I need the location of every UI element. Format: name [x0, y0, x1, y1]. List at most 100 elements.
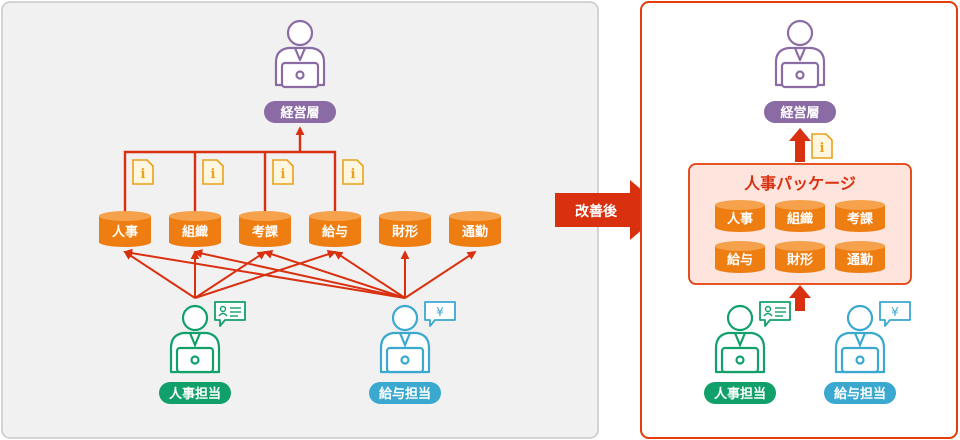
- database-label: 通勤: [847, 252, 873, 268]
- person-card-icon: [214, 301, 246, 327]
- database-label: 考課: [252, 224, 279, 240]
- database-label: 通勤: [462, 224, 488, 240]
- drum-top: [99, 211, 151, 221]
- module-drum: 考課: [835, 200, 885, 232]
- report-arrow-shaft: [795, 140, 805, 162]
- drum-top: [715, 241, 765, 251]
- yen-glyph: ¥: [436, 305, 444, 319]
- report-doc-icon: i: [272, 159, 294, 185]
- drum-top: [835, 200, 885, 210]
- drum-body: [379, 216, 431, 247]
- drum-top: [775, 241, 825, 251]
- person-card-icon: [759, 301, 791, 327]
- database-label: 財形: [786, 252, 813, 268]
- staff-badge: [704, 382, 776, 404]
- info-glyph: i: [281, 167, 286, 182]
- drum-top: [379, 211, 431, 221]
- database-drum: 給与: [309, 211, 361, 247]
- database-label: 人事: [727, 211, 753, 227]
- hr-package-title: 人事パッケージ: [744, 174, 856, 193]
- person-head-icon: [726, 304, 754, 332]
- database-label: 給与: [322, 224, 348, 240]
- yen-glyph: ¥: [891, 305, 899, 319]
- database-label: 財形: [391, 224, 418, 240]
- module-drum: 組織: [775, 200, 825, 232]
- executive-label: 経営層: [280, 105, 319, 121]
- drum-top: [449, 211, 501, 221]
- staff-badge: [369, 382, 441, 404]
- report-doc: i: [811, 133, 833, 159]
- staff-figure: ¥ 給与担当: [369, 301, 456, 404]
- report-arrow-head: [789, 128, 811, 141]
- staff-figure: 人事担当: [704, 301, 791, 404]
- executive-icon: [774, 19, 826, 89]
- drum-body: [775, 205, 825, 232]
- person-head-icon: [181, 304, 209, 332]
- database-label: 組織: [182, 224, 208, 240]
- report-doc-icon: i: [811, 133, 833, 159]
- access-arrow-head: [789, 285, 811, 298]
- access-lines: [123, 248, 477, 299]
- access-arrow-shaft: [795, 297, 805, 311]
- drum-body: [309, 216, 361, 247]
- database-label: 給与: [727, 252, 753, 268]
- staff-figure: 人事担当: [159, 301, 246, 404]
- database-drum: 考課: [239, 211, 291, 247]
- executive-label: 経営層: [780, 105, 819, 121]
- staff-label: 人事担当: [169, 386, 221, 402]
- doc-sheet: [342, 159, 364, 185]
- staff-label: 給与担当: [834, 386, 886, 402]
- drum-body: [449, 216, 501, 247]
- database-drum: 人事: [99, 211, 151, 247]
- yen-icon: ¥: [879, 301, 911, 327]
- drum-top: [169, 211, 221, 221]
- staff-badge: [824, 382, 896, 404]
- executive-icon: [274, 19, 326, 89]
- info-glyph: i: [141, 167, 146, 182]
- drum-body: [239, 216, 291, 247]
- drum-body: [99, 216, 151, 247]
- report-doc-icon: i: [202, 159, 224, 185]
- staff-label: 給与担当: [379, 386, 431, 402]
- drum-body: [775, 246, 825, 273]
- staff-figure: ¥ 給与担当: [824, 301, 911, 404]
- executive-badge: [764, 101, 836, 123]
- drum-body: [715, 246, 765, 273]
- drum-body: [835, 205, 885, 232]
- database-drum: 通勤: [449, 211, 501, 247]
- drum-top: [239, 211, 291, 221]
- database-drum: 組織: [169, 211, 221, 247]
- drum-top: [309, 211, 361, 221]
- doc-sheet: [811, 133, 833, 159]
- drum-body: [715, 205, 765, 232]
- person-head-icon: [846, 304, 874, 332]
- staff-group: 人事担当 ¥ 給与担当: [159, 301, 456, 404]
- module-drum: 財形: [775, 241, 825, 273]
- info-glyph: i: [211, 167, 216, 182]
- executive-badge: [264, 101, 336, 123]
- staff-badge: [159, 382, 231, 404]
- person-head-icon: [391, 304, 419, 332]
- staff-group: 人事担当 ¥ 給与担当: [704, 301, 911, 404]
- drum-top: [835, 241, 885, 251]
- module-drum: 通勤: [835, 241, 885, 273]
- staff-label: 人事担当: [714, 386, 766, 402]
- database-label: 人事: [112, 224, 138, 240]
- database-drum: 財形: [379, 211, 431, 247]
- info-glyph: i: [820, 141, 825, 156]
- improvement-arrow: [555, 180, 665, 240]
- doc-sheet: [132, 159, 154, 185]
- database-row: 人事 組織 考課 給与 財形 通勤: [99, 211, 501, 247]
- database-label: 組織: [787, 211, 813, 227]
- yen-icon: ¥: [424, 301, 456, 327]
- drum-top: [775, 200, 825, 210]
- report-doc-icon: i: [342, 159, 364, 185]
- module-drum: 給与: [715, 241, 765, 273]
- info-glyph: i: [351, 167, 356, 182]
- report-doc-icon: i: [132, 159, 154, 185]
- drum-top: [715, 200, 765, 210]
- drum-body: [835, 246, 885, 273]
